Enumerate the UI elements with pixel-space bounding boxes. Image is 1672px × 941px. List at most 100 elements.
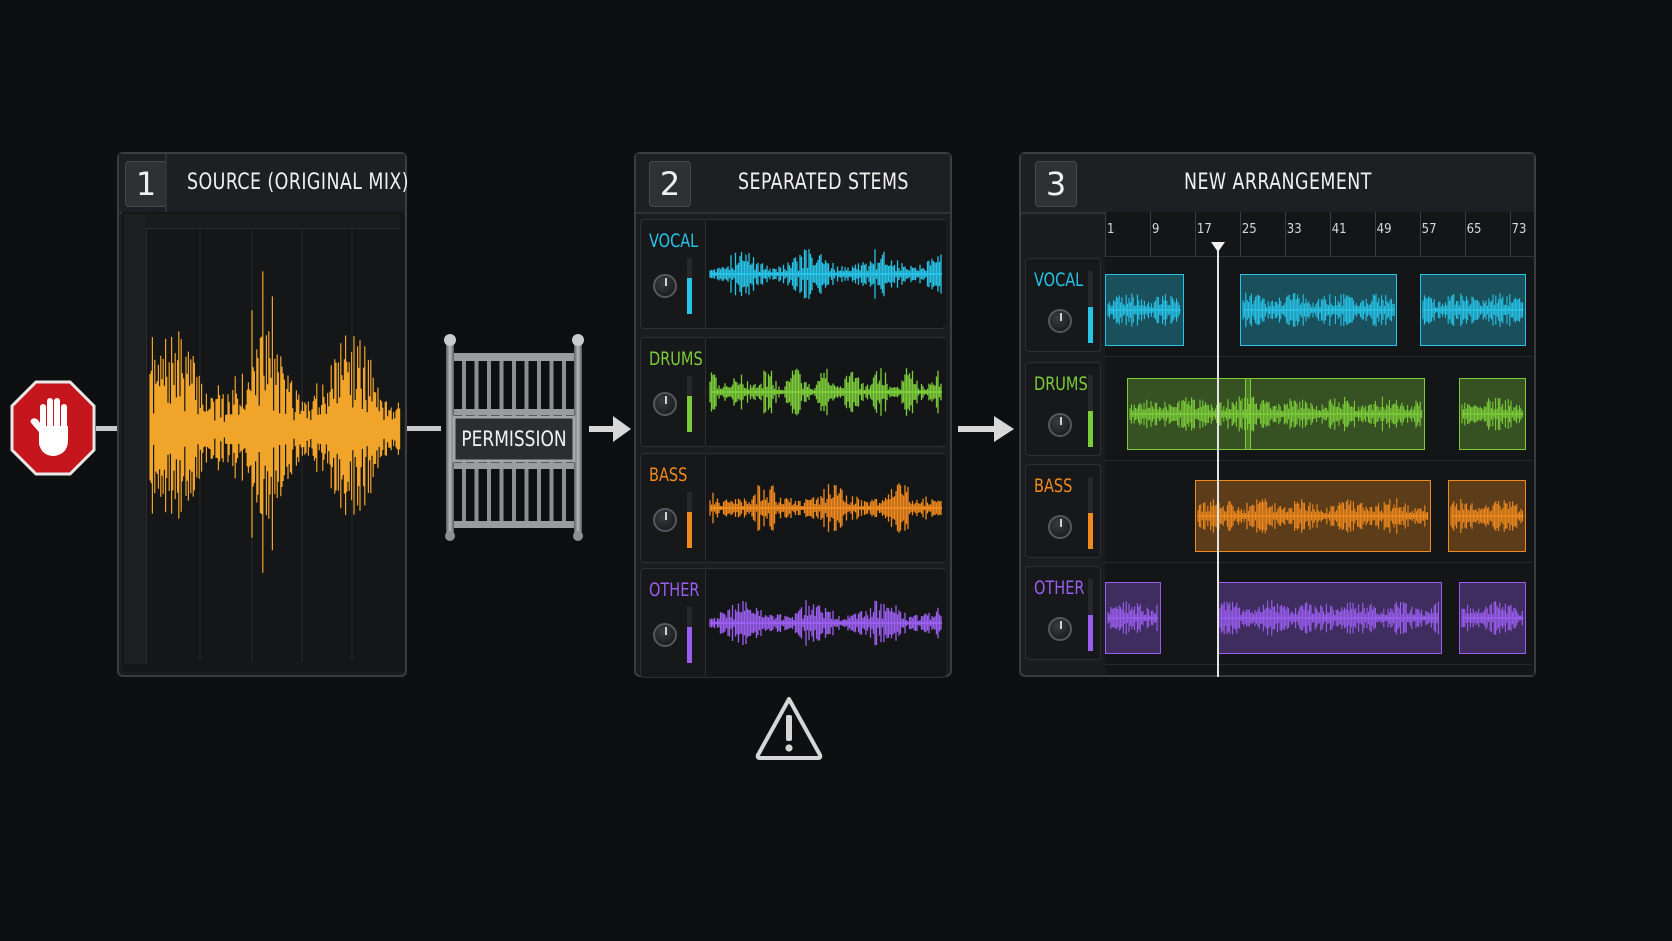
ruler-tick [1374,212,1376,256]
stem-label: VOCAL [649,230,699,252]
track-label: VOCAL [1034,269,1084,291]
ruler-tick [1105,212,1106,256]
track-label: BASS [1034,475,1073,497]
clip-waveform [1461,601,1524,635]
knob-icon[interactable] [653,392,677,416]
ruler-tick [1509,212,1511,256]
stem-label: DRUMS [649,348,703,370]
knob-icon[interactable] [653,274,677,298]
arrangement-clip[interactable] [1419,274,1527,346]
track-header-vocal: VOCAL [1025,258,1101,352]
clip-waveform [1422,293,1524,327]
level-meter-fill [687,627,692,663]
track-header-bass: BASS [1025,464,1101,558]
ruler-tick-label: 9 [1151,222,1160,237]
track-header-other: OTHER [1025,566,1101,660]
stem-row-2: BASS [640,453,946,563]
clip-waveform [1450,499,1524,533]
clip-waveform [1197,498,1429,534]
original-mix-waveform [149,230,401,662]
stem-waveform-area [705,455,946,561]
level-meter-fill [1088,615,1093,651]
connector-line [96,426,118,431]
clip-waveform [1129,396,1249,432]
clip-waveform [1107,601,1159,635]
arrangement-clip[interactable] [1458,378,1527,450]
level-meter-fill [687,396,692,432]
track-label: OTHER [1034,577,1085,599]
clip-waveform [1242,292,1395,328]
knob-icon[interactable] [653,623,677,647]
ruler-tick [1149,212,1151,256]
arrangement-clip[interactable] [1194,480,1431,552]
level-meter-fill [1088,411,1093,447]
editor-topbar [146,214,400,229]
ruler-tick [1239,212,1241,256]
knob-icon[interactable] [1048,413,1072,437]
level-meter-fill [1088,307,1093,343]
ruler-tick [1464,212,1466,256]
track-lane [1105,462,1532,563]
step-number-badge: 1 [125,161,167,207]
arrow-right-icon [589,416,631,442]
step-number-badge: 2 [649,161,691,207]
ruler-tick-label: 57 [1421,222,1437,237]
source-panel-header: 1 SOURCE (ORIGINAL MIX) [119,154,409,214]
knob-icon[interactable] [1048,309,1072,333]
arrangement-clip[interactable] [1127,378,1252,450]
timeline-area [1105,212,1534,675]
editor-sidebar [124,214,147,664]
arrow-right-icon [958,416,1014,442]
ruler-tick [1284,212,1286,256]
knob-icon[interactable] [1048,617,1072,641]
level-meter [1088,271,1093,343]
permission-label: PERMISSION [461,427,567,451]
arrangement-clip[interactable] [1105,582,1162,654]
clip-waveform [1247,396,1423,432]
playhead-marker-icon[interactable] [1211,242,1226,252]
arrangement-clip[interactable] [1105,274,1184,346]
arrangement-clip[interactable] [1239,274,1398,346]
arrangement-clip[interactable] [1245,378,1426,450]
level-meter [687,376,692,432]
arrangement-clip[interactable] [1217,582,1443,654]
arrangement-clip[interactable] [1447,480,1527,552]
source-panel: 1 SOURCE (ORIGINAL MIX) [117,152,409,677]
ruler-tick-label: 41 [1331,222,1347,237]
stem-waveform [709,368,942,416]
ruler-tick [1419,212,1421,256]
playhead[interactable] [1211,242,1226,677]
track-header-drums: DRUMS [1025,362,1101,456]
stem-label: OTHER [649,579,700,601]
panel-title: SOURCE (ORIGINAL MIX) [187,170,410,195]
stem-waveform-area [705,570,946,676]
stem-row-0: VOCAL [640,219,946,329]
ruler-tick-label: 49 [1376,222,1392,237]
clip-waveform [1219,600,1440,636]
ruler-tick-label: 65 [1466,222,1482,237]
stem-waveform [709,249,942,299]
track-label: DRUMS [1034,373,1088,395]
stem-waveform [709,600,942,646]
ruler-tick-label: 17 [1196,222,1212,237]
level-meter [1088,375,1093,447]
knob-icon[interactable] [1048,515,1072,539]
stem-label: BASS [649,464,688,486]
stem-waveform-area [705,339,946,445]
ruler-tick-label: 73 [1511,222,1527,237]
arrangement-panel-header: 3 NEW ARRANGEMENT [1021,154,1534,214]
clip-waveform [1461,397,1524,431]
panel-title: SEPARATED STEMS [738,170,909,195]
stop-sign-icon [10,380,96,476]
step-number-badge: 3 [1035,161,1077,207]
level-meter [1088,477,1093,549]
level-meter [687,492,692,548]
stem-row-1: DRUMS [640,337,946,447]
ruler-tick-label: 25 [1241,222,1257,237]
ruler-tick-label: 1 [1107,222,1115,237]
knob-icon[interactable] [653,508,677,532]
arrangement-clip[interactable] [1458,582,1527,654]
stems-panel-header: 2 SEPARATED STEMS [636,154,950,214]
